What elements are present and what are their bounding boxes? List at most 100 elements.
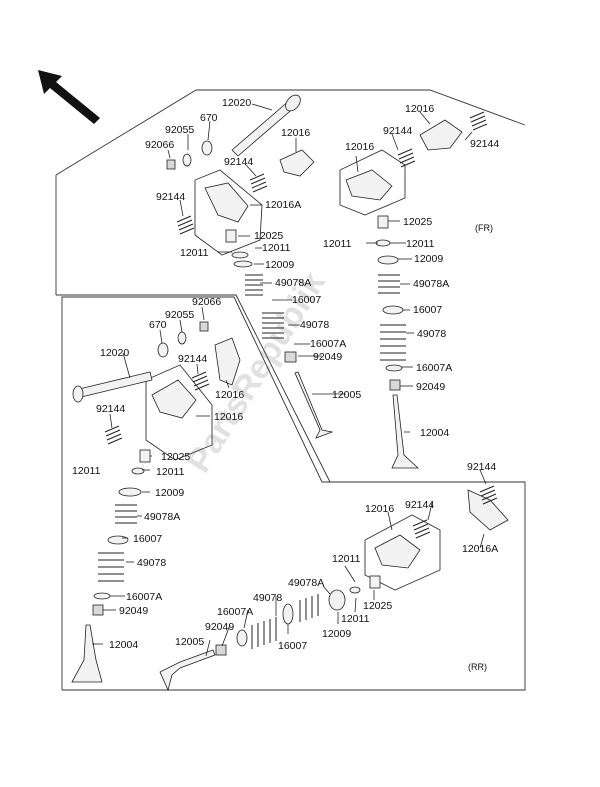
retainer-12009-rear (118, 487, 142, 497)
label-92049: 92049 (416, 381, 445, 393)
label-92144: 92144 (383, 125, 412, 137)
label-12005: 12005 (332, 389, 361, 401)
label-12009: 12009 (265, 259, 294, 271)
rocker-arm-12016A-front (204, 182, 249, 223)
label-12025: 12025 (254, 230, 283, 242)
cotter-12025-rear-right (369, 575, 381, 589)
washer-16007-rear (107, 535, 129, 545)
keeper-12011-right (375, 239, 391, 247)
keeper-12011-rear (131, 467, 145, 475)
label-12020: 12020 (100, 347, 129, 359)
label-12011: 12011 (72, 465, 101, 477)
retainer-12009-front (233, 260, 253, 268)
label-12011: 12011 (180, 247, 209, 259)
spring-49078-right (380, 324, 406, 361)
rocker-arm-12016-rear (214, 337, 241, 386)
keeper-12011-rear-right (349, 586, 361, 594)
label-12009: 12009 (155, 487, 184, 499)
label-16007A: 16007A (416, 362, 452, 374)
label-16007: 16007 (292, 294, 321, 306)
rocker-subframe-4 (364, 514, 441, 591)
valve-12004-right (391, 394, 420, 469)
spring-49078-front (262, 312, 284, 339)
spring-49078-rear-right (251, 617, 277, 649)
cap-92066-front (166, 159, 176, 170)
label-92144: 92144 (470, 138, 499, 150)
label-12011: 12011 (406, 238, 435, 250)
label-12011: 12011 (341, 613, 370, 625)
label-12025: 12025 (363, 600, 392, 612)
label-12016A: 12016A (265, 199, 301, 211)
label-92144: 92144 (96, 403, 125, 415)
label-12011: 12011 (156, 466, 185, 478)
label-16007: 16007 (133, 533, 162, 545)
label-12005: 12005 (175, 636, 204, 648)
adjuster-92144-h (412, 519, 431, 539)
label-12016: 12016 (345, 141, 374, 153)
cotter-12025-right (377, 215, 389, 229)
o-ring-92055-front (182, 153, 192, 167)
label-92144: 92144 (467, 461, 496, 473)
washer-16007A-rear (93, 592, 111, 600)
label-49078A: 49078A (288, 577, 324, 589)
label-92144: 92144 (224, 156, 253, 168)
label-49078A: 49078A (413, 278, 449, 290)
label-12009: 12009 (322, 628, 351, 640)
label-92144: 92144 (156, 191, 185, 203)
leader-lines (92, 103, 487, 657)
label-92049: 92049 (313, 351, 342, 363)
label-49078A: 49078A (275, 277, 311, 289)
spring-49078A-front (245, 274, 263, 296)
rocker-arm-12016-rear-right (467, 489, 509, 531)
adjuster-92144-c (469, 111, 488, 131)
cotter-12025-rear (139, 449, 151, 463)
adjuster-92144-d (397, 148, 416, 168)
label-92055: 92055 (165, 124, 194, 136)
label-12009: 12009 (414, 253, 443, 265)
label-12011: 12011 (262, 242, 291, 254)
section-label-rear: (RR) (468, 662, 487, 672)
label-49078: 49078 (417, 328, 446, 340)
label-49078A: 49078A (144, 511, 180, 523)
washer-16007A-rear-right (236, 629, 248, 647)
label-92144: 92144 (405, 499, 434, 511)
label-16007: 16007 (278, 640, 307, 652)
label-49078: 49078 (253, 592, 282, 604)
adjuster-92144-e (191, 371, 210, 391)
spring-49078A-right (378, 274, 400, 294)
label-670: 670 (149, 319, 167, 331)
label-12016: 12016 (365, 503, 394, 515)
part-labels: 12020 670 92055 92066 12016 92144 92144 … (72, 97, 499, 652)
label-12016: 12016 (214, 411, 243, 423)
keeper-12011-front (231, 251, 249, 259)
valve-12004-rear (71, 624, 103, 683)
label-16007: 16007 (413, 304, 442, 316)
section-label-front: (FR) (475, 223, 493, 233)
o-ring-92055-rear (177, 331, 187, 345)
spring-49078-rear (98, 552, 124, 582)
o-ring-670-rear (157, 342, 169, 358)
label-16007A: 16007A (126, 591, 162, 603)
label-92049: 92049 (205, 621, 234, 633)
seal-92049-rear (92, 604, 104, 616)
rocker-arm-12016-right (419, 119, 463, 151)
adjuster-92144-g (479, 485, 498, 505)
label-670: 670 (200, 112, 218, 124)
rocker-subframe-1 (194, 169, 263, 256)
label-12025: 12025 (161, 451, 190, 463)
label-12016: 12016 (281, 127, 310, 139)
label-12011: 12011 (332, 553, 361, 565)
retainer-12009-rear-right (328, 589, 346, 611)
cotter-12025-front (225, 229, 237, 243)
rocker-subframe-2 (339, 149, 406, 216)
rocker-shaft-12020-front (231, 94, 301, 157)
label-12025: 12025 (403, 216, 432, 228)
spring-49078A-rear (115, 504, 137, 524)
label-12004: 12004 (109, 639, 138, 651)
label-92066: 92066 (192, 296, 221, 308)
label-92055: 92055 (165, 309, 194, 321)
spring-49078A-rear-right (299, 594, 319, 622)
label-12016: 12016 (405, 103, 434, 115)
